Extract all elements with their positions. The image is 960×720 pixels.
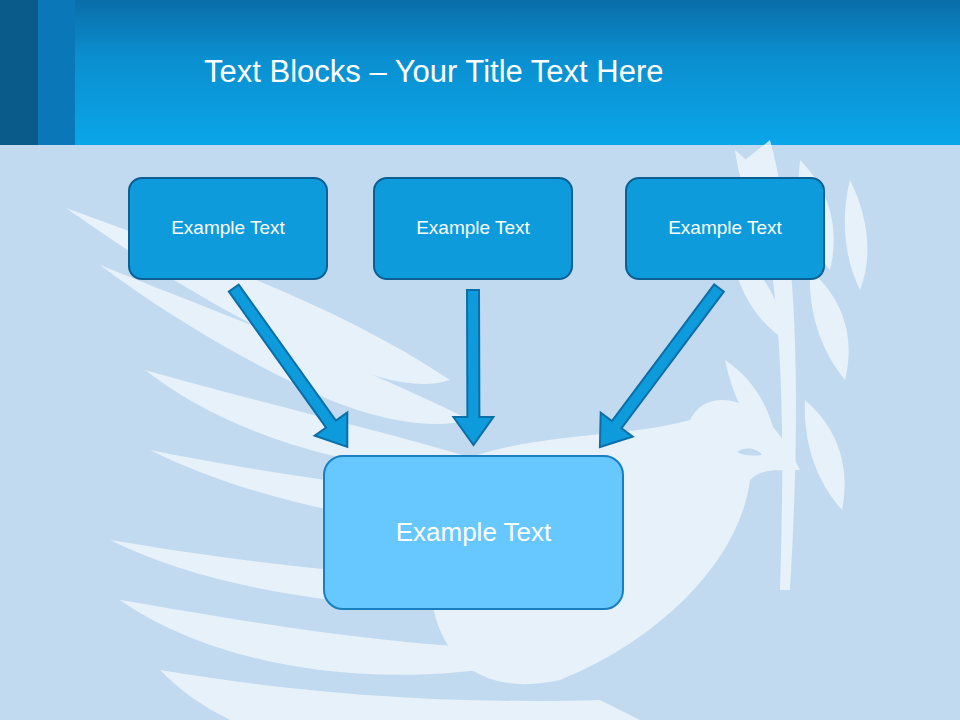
header-band: [0, 0, 960, 145]
text-block: Example Text: [373, 177, 573, 280]
text-block: Example Text: [625, 177, 825, 280]
block-arrow: [600, 284, 724, 447]
block-text: Example Text: [171, 217, 285, 240]
slide-title: Text Blocks – Your Title Text Here: [204, 54, 664, 90]
block-text: Example Text: [396, 517, 552, 548]
header-stripe: [38, 0, 75, 145]
text-block: Example Text: [323, 455, 624, 610]
text-block: Example Text: [128, 177, 328, 280]
dove-eye: [737, 448, 762, 455]
block-arrow: [229, 285, 347, 447]
dove-illustration: [66, 140, 867, 720]
block-text: Example Text: [668, 217, 782, 240]
block-arrow: [453, 290, 493, 445]
header-stripe: [0, 0, 38, 145]
block-text: Example Text: [416, 217, 530, 240]
